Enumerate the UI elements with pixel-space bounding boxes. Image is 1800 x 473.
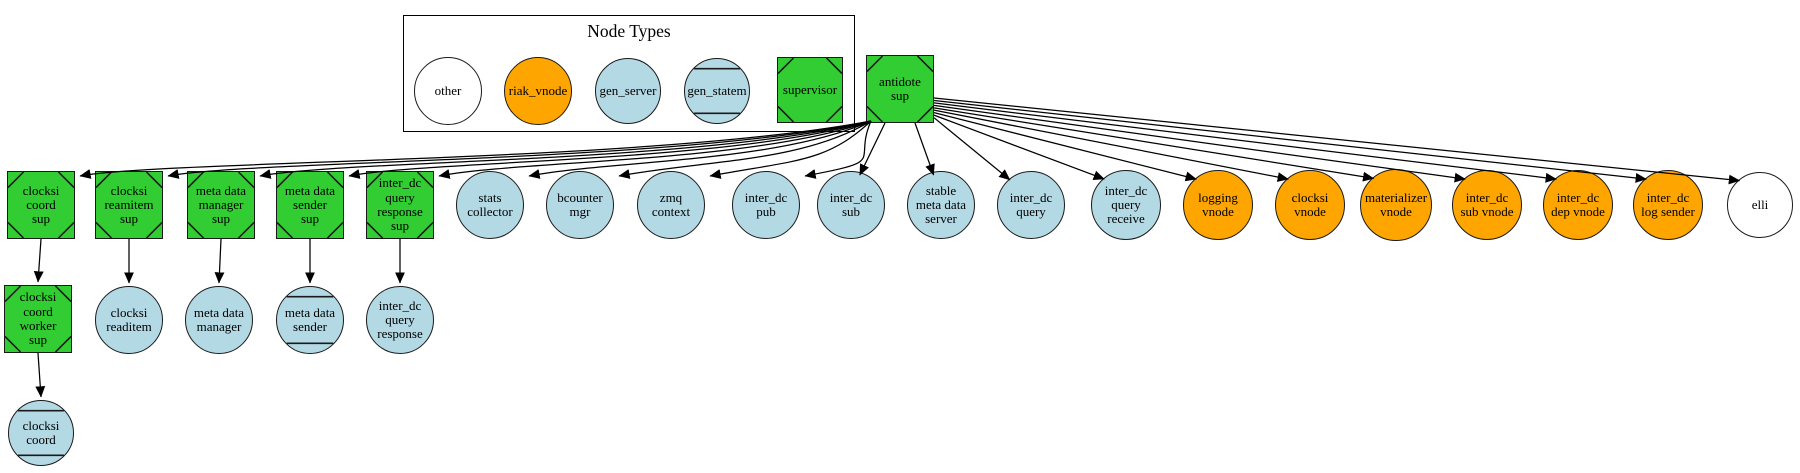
meta-data-manager-label: meta data manager [193, 304, 245, 334]
antidote-sup-label: antidote sup [879, 73, 921, 103]
elli-label: elli [1751, 196, 1769, 212]
legend-supervisor-node: supervisor [777, 57, 843, 123]
clocksi-reamitem-sup-label: clocksi reamitem sup [104, 182, 154, 227]
clocksi-vnode-label: clocksi vnode [1291, 189, 1329, 219]
meta-data-manager-sup-node: meta data manager sup [187, 171, 255, 239]
legend-other-label: other [434, 82, 462, 98]
antidote-sup-node: antidote sup [866, 55, 934, 123]
inter-dc-sub-vnode-label: inter_dc sub vnode [1460, 189, 1514, 219]
inter-dc-log-sender-label: inter_dc log sender [1641, 189, 1695, 219]
materializer-vnode-node: materializer vnode [1360, 169, 1432, 241]
logging-vnode-label: logging vnode [1198, 189, 1238, 219]
clocksi-reamitem-sup-node: clocksi reamitem sup [95, 171, 163, 239]
legend-title: Node Types [587, 21, 671, 41]
clocksi-coord-worker-sup-node: clocksi coord worker sup [4, 285, 72, 353]
inter-dc-query-label: inter_dc query [1009, 189, 1053, 219]
inter-dc-dep-vnode-node: inter_dc dep vnode [1543, 170, 1613, 240]
inter-dc-sub-label: inter_dc sub [829, 189, 873, 219]
legend-other-node: other [414, 57, 482, 125]
stats-collector-node: stats collector [456, 171, 524, 239]
meta-data-sender-sup-label: meta data sender sup [284, 182, 336, 227]
edge-antidote-sup-to-stable-meta-data-server [914, 122, 935, 176]
edge-antidote-sup-to-materializer-vnode [933, 107, 1375, 182]
zmq-context-node: zmq context [637, 171, 705, 239]
legend-riak-vnode-node: riak_vnode [504, 57, 572, 125]
edge-clocksi-coord-worker-sup-to-clocksi-coord [35, 352, 46, 398]
clocksi-coord-sup-label: clocksi coord sup [22, 182, 60, 227]
inter-dc-pub-label: inter_dc pub [744, 189, 788, 219]
materializer-vnode-label: materializer vnode [1364, 189, 1428, 219]
legend-gen-server-label: gen_server [599, 82, 657, 98]
edge-antidote-sup-to-inter-dc-dep-vnode [933, 102, 1557, 183]
legend-gen-statem-node: gen_statem [684, 58, 750, 124]
inter-dc-log-sender-node: inter_dc log sender [1633, 170, 1703, 240]
clocksi-coord-sup-node: clocksi coord sup [7, 171, 75, 239]
zmq-context-label: zmq context [651, 189, 691, 219]
inter-dc-query-response-sup-label: inter_dc query response sup [377, 175, 423, 234]
inter-dc-query-receive-node: inter_dc query receive [1091, 170, 1161, 240]
logging-vnode-node: logging vnode [1183, 170, 1253, 240]
meta-data-manager-sup-label: meta data manager sup [195, 182, 247, 227]
meta-data-sender-node: meta data sender [276, 286, 344, 354]
edge-antidote-sup-to-inter-dc-sub-vnode [933, 104, 1466, 183]
edge-antidote-sup-to-inter-dc-query-receive [933, 114, 1105, 180]
inter-dc-dep-vnode-label: inter_dc dep vnode [1551, 189, 1605, 219]
legend-gen-server-node: gen_server [595, 58, 661, 124]
inter-dc-query-response-sup-node: inter_dc query response sup [366, 171, 434, 239]
inter-dc-sub-node: inter_dc sub [817, 171, 885, 239]
bcounter-mgr-label: bcounter mgr [557, 189, 603, 219]
inter-dc-query-node: inter_dc query [997, 171, 1065, 239]
inter-dc-query-receive-label: inter_dc query receive [1104, 182, 1148, 227]
inter-dc-query-response-node: inter_dc query response [366, 286, 434, 354]
clocksi-readitem-label: clocksi readitem [106, 304, 152, 334]
edge-antidote-sup-to-elli [933, 97, 1741, 185]
meta-data-manager-node: meta data manager [185, 286, 253, 354]
edge-antidote-sup-to-inter-dc-sub [859, 122, 886, 176]
legend-supervisor-label: supervisor [782, 81, 838, 97]
meta-data-sender-label: meta data sender [284, 304, 336, 334]
edge-antidote-sup-to-logging-vnode [933, 112, 1197, 182]
legend-riak-vnode-label: riak_vnode [508, 82, 568, 98]
edge-antidote-sup-to-clocksi-vnode [933, 109, 1289, 182]
stable-meta-data-server-node: stable meta data server [907, 171, 975, 239]
clocksi-coord-worker-sup-label: clocksi coord worker sup [19, 289, 57, 348]
clocksi-vnode-node: clocksi vnode [1275, 170, 1345, 240]
elli-node: elli [1727, 172, 1793, 238]
legend-gen-statem-label: gen_statem [687, 82, 747, 98]
inter-dc-pub-node: inter_dc pub [732, 171, 800, 239]
edge-antidote-sup-to-inter-dc-log-sender [933, 99, 1647, 183]
bcounter-mgr-node: bcounter mgr [546, 171, 614, 239]
inter-dc-sub-vnode-node: inter_dc sub vnode [1452, 170, 1522, 240]
clocksi-readitem-node: clocksi readitem [95, 286, 163, 354]
edge-clocksi-coord-sup-to-clocksi-coord-worker-sup [33, 238, 44, 283]
clocksi-coord-node: clocksi coord [8, 400, 74, 466]
meta-data-sender-sup-node: meta data sender sup [276, 171, 344, 239]
inter-dc-query-response-label: inter_dc query response [377, 297, 423, 342]
edge-meta-data-manager-sup-to-meta-data-manager [214, 238, 225, 284]
stable-meta-data-server-label: stable meta data server [915, 182, 967, 227]
clocksi-coord-label: clocksi coord [22, 417, 60, 447]
stats-collector-label: stats collector [467, 189, 513, 219]
